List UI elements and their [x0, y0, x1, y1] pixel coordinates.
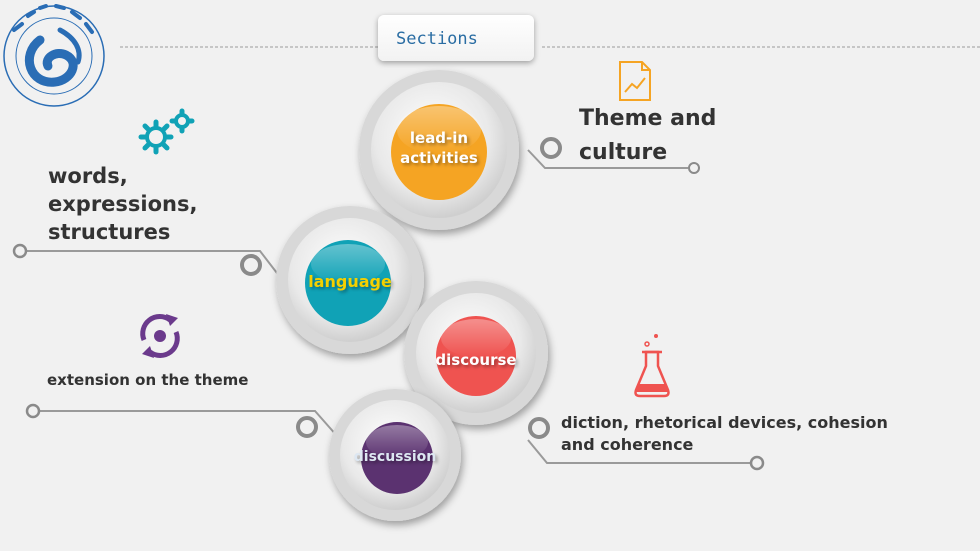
- lead-in-label-line1: lead-in: [409, 129, 469, 147]
- diction-line1: diction, rhetorical devices, cohesion: [561, 413, 888, 432]
- language-label: language: [308, 272, 392, 291]
- circle-discourse: [404, 281, 548, 425]
- theme-line1: Theme and: [579, 106, 717, 131]
- university-logo: [3, 4, 105, 107]
- lead-in-label: lead-in activities: [384, 128, 494, 168]
- theme-line2: culture: [579, 140, 668, 165]
- discussion-label: discussion: [353, 449, 437, 465]
- gears-icon: [138, 108, 195, 155]
- connector-dots: [12, 137, 765, 471]
- words-expressions-text: words, expressions, structures: [48, 162, 197, 246]
- refresh-cycle-icon: [140, 314, 180, 358]
- circle-lead-in: [359, 70, 519, 230]
- discourse-label: discourse: [435, 351, 517, 369]
- sections-tab-label: Sections: [396, 29, 478, 49]
- lead-in-label-line2: activities: [400, 149, 478, 167]
- words-line2: expressions,: [48, 192, 198, 216]
- sections-tab[interactable]: Sections: [378, 15, 534, 61]
- words-line1: words,: [48, 164, 128, 188]
- diction-line2: and coherence: [561, 435, 694, 454]
- theme-culture-text: Theme and culture: [579, 102, 716, 170]
- flask-icon: [634, 334, 670, 398]
- circle-discussion: [329, 389, 461, 521]
- circle-language: [276, 206, 424, 354]
- words-line3: structures: [48, 220, 171, 244]
- extension-text: extension on the theme: [47, 371, 249, 389]
- diction-text: diction, rhetorical devices, cohesion an…: [561, 412, 888, 456]
- chart-document-icon: [619, 61, 651, 101]
